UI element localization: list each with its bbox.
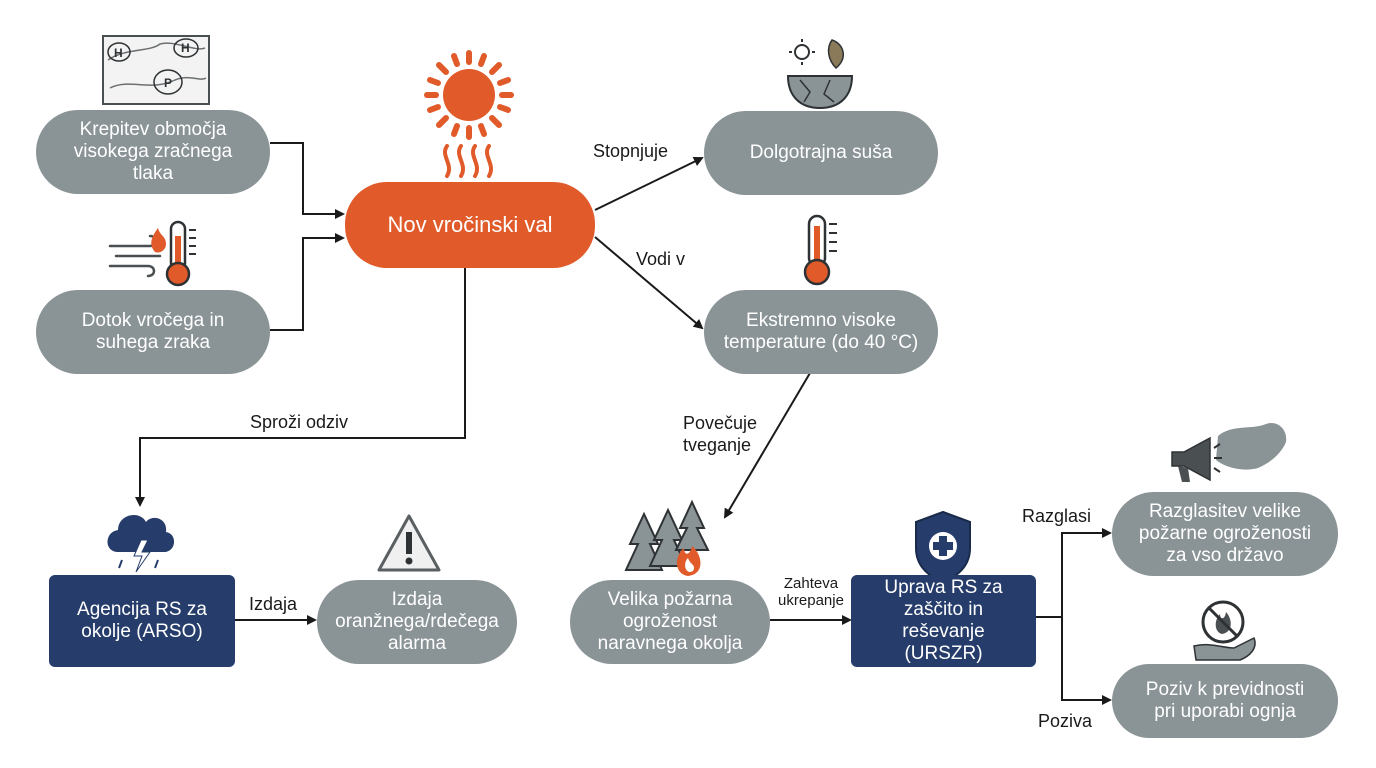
no-fire-icon <box>1193 600 1256 661</box>
edge-label-calls: Poziva <box>1038 711 1093 731</box>
edge-extreme-temp-to-fire-risk <box>723 372 811 519</box>
edge-label-issues: Izdaja <box>249 594 298 614</box>
edge-label-triggers: Sproži odziv <box>250 412 349 432</box>
node-high-pressure: Krepitev območja visokega zračnega tlaka <box>36 110 270 194</box>
heat-waves-icon <box>443 144 493 178</box>
node-urszr: Uprava RS za zaščito in reševanje (URSZR… <box>851 575 1036 667</box>
shield-icon <box>915 510 971 584</box>
edge-heatwave-to-arso <box>135 267 466 507</box>
edge-label-action-request: Zahteva ukrepanje <box>778 575 844 609</box>
drought-icon <box>786 39 854 110</box>
node-extreme-temp: Ekstremno visoke temperature (do 40 °C) <box>704 290 938 374</box>
edge-label-declares: Razglasi <box>1022 506 1092 526</box>
thermometer-icon <box>803 214 837 286</box>
node-hot-air: Dotok vročega in suhega zraka <box>36 290 270 374</box>
edge-hot-air-to-heatwave <box>270 233 345 331</box>
map-letter: H <box>181 41 190 55</box>
sun-icon <box>424 50 514 140</box>
edge-urszr-to-caution <box>1036 616 1112 705</box>
edge-label-leads-to: Vodi v <box>636 249 686 269</box>
megaphone-map-icon <box>1171 422 1287 482</box>
node-fire-risk: Velika požarna ogroženost naravnega okol… <box>570 580 770 664</box>
node-declaration: Razglasitev velike požarne ogroženosti z… <box>1112 492 1338 576</box>
storm-cloud-icon <box>107 515 175 573</box>
edge-heatwave-to-drought <box>594 156 704 211</box>
node-drought: Dolgotrajna suša <box>704 111 938 195</box>
hot-wind-icon <box>108 228 166 278</box>
node-heatwave: Nov vročinski val <box>345 182 595 268</box>
weather-map-icon: H H P <box>102 35 210 105</box>
forest-fire-icon <box>624 499 710 576</box>
edge-label-increases-risk: Povečuje tveganje <box>683 413 758 455</box>
node-arso: Agencija RS za okolje (ARSO) <box>49 575 235 667</box>
edge-high-pressure-to-heatwave <box>270 142 345 219</box>
node-caution: Poziv k previdnosti pri uporabi ognja <box>1112 664 1338 738</box>
map-letter: H <box>114 46 123 60</box>
edge-heatwave-to-extreme-temp <box>594 236 704 330</box>
node-alarm: Izdaja oranžnega/rdečega alarma <box>317 580 517 664</box>
edge-urszr-to-declaration <box>1036 528 1112 618</box>
thermometer-icon <box>165 220 196 287</box>
warning-icon <box>377 514 441 572</box>
map-letter: P <box>164 76 172 90</box>
edge-label-intensifies: Stopnjuje <box>593 141 669 161</box>
